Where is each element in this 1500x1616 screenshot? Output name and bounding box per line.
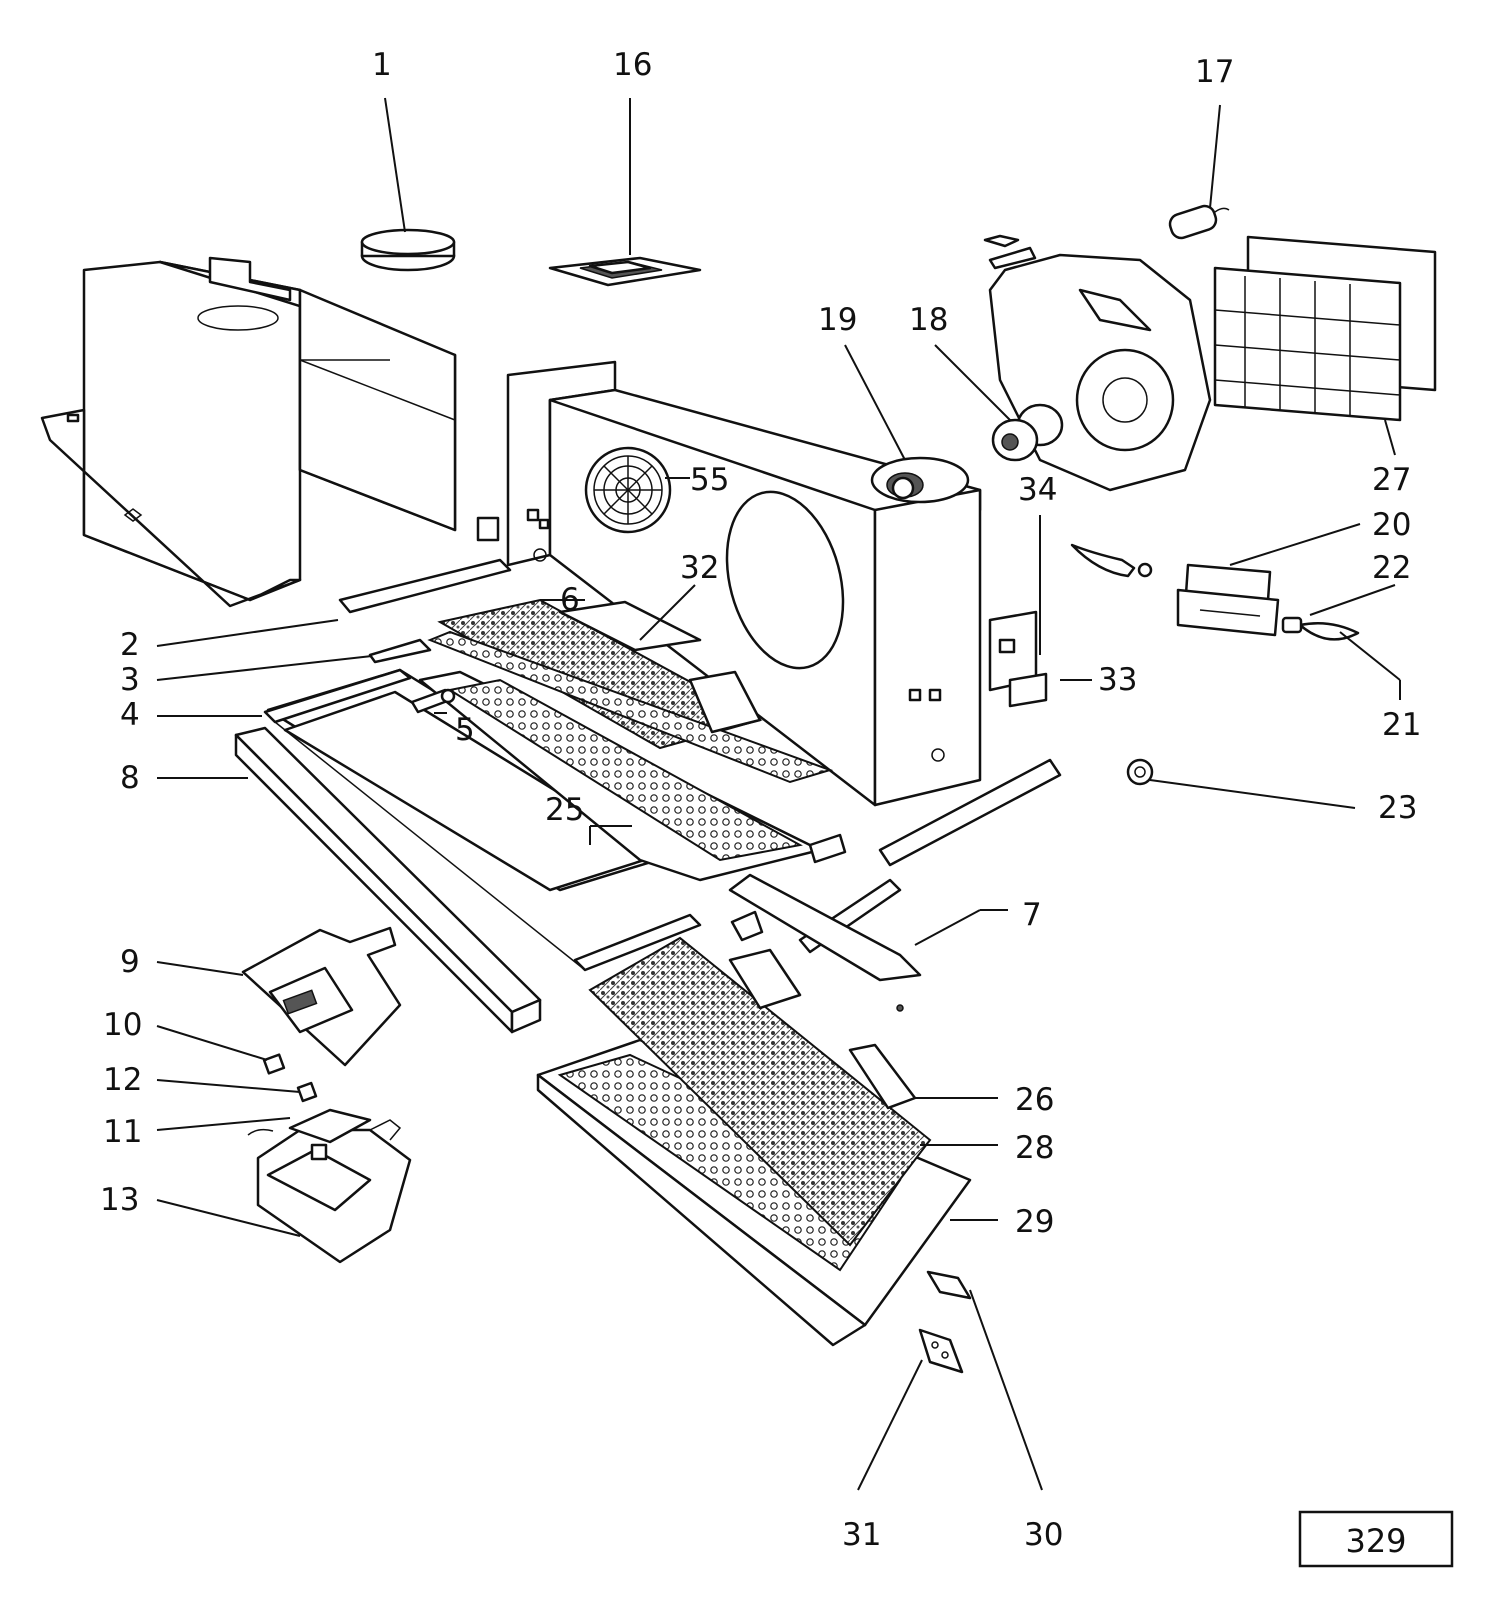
callout-1: 1 [372,47,392,83]
callout-8: 8 [120,760,140,796]
callout-31: 31 [842,1517,881,1553]
part-5-clip [410,688,456,714]
callout-4: 4 [120,697,140,733]
callout-16: 16 [613,47,652,83]
callout-29: 29 [1015,1204,1054,1240]
part-screw [896,1004,904,1012]
callout-7: 7 [1022,897,1042,933]
part-1-round-cap [360,228,456,272]
callout-23: 23 [1378,790,1417,826]
part-4-side-rail [263,668,702,972]
part-8-front-strip [234,726,542,1034]
part-3-clip [368,638,432,664]
callout-labels: 1 16 17 19 18 55 34 27 20 22 21 33 23 6 … [100,47,1421,1553]
callout-30: 30 [1024,1517,1063,1553]
callout-5: 5 [455,712,475,748]
part-main-frame [338,360,982,807]
part-25-tray [266,668,822,892]
callout-26: 26 [1015,1082,1054,1118]
callout-20: 20 [1372,507,1411,543]
part-11-13-switch-box [247,1108,412,1264]
callout-32: 32 [680,550,719,586]
callout-3: 3 [120,662,140,698]
part-19-gear [870,456,970,504]
part-hood-casing [40,256,457,608]
callout-10: 10 [103,1007,142,1043]
callout-22: 22 [1372,550,1411,586]
callout-6: 6 [560,582,580,618]
page-number-box: 329 [1298,1510,1454,1568]
callout-11: 11 [103,1114,142,1150]
callout-33: 33 [1098,662,1137,698]
callout-13: 13 [100,1182,139,1218]
parts-artwork [40,204,1437,1374]
part-16-vent-plate [548,256,702,287]
part-7-runner [728,758,1062,982]
callout-34: 34 [1018,472,1057,508]
part-small-bracket [730,910,764,942]
part-26-28-29-lower-filter [536,936,972,1347]
callout-12: 12 [103,1062,142,1098]
callout-27: 27 [1372,462,1411,498]
page-number: 329 [1345,1522,1406,1560]
callout-21: 21 [1382,707,1421,743]
callout-19: 19 [818,302,857,338]
part-10-switch-knob [262,1053,286,1075]
part-6-32-upper-filters [427,598,834,784]
part-23-knob [1126,758,1154,786]
part-33-34-bracket [988,610,1048,708]
part-9-control-cover [241,926,402,1067]
part-17-capacitor [1168,204,1230,240]
part-20-lamp-holder [1070,543,1280,637]
callout-17: 17 [1195,54,1234,90]
part-12-switch-knob [296,1081,318,1103]
part-30-connector [926,1270,972,1300]
part-27-filter-cassette [1213,235,1437,422]
callout-2: 2 [120,627,140,663]
callout-9: 9 [120,944,140,980]
leader-lines [156,97,1401,1491]
callout-28: 28 [1015,1130,1054,1166]
part-31-terminal [918,1328,964,1374]
callout-18: 18 [909,302,948,338]
part-18-motor [991,403,1064,462]
callout-25: 25 [545,792,584,828]
callout-55: 55 [690,462,729,498]
